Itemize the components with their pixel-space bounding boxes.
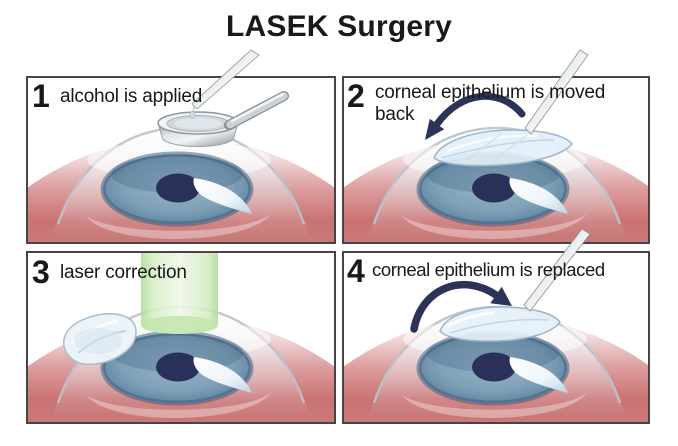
panel-3-illustration — [26, 251, 336, 424]
panel-step-2-epithelium-moved-back: 2 corneal epithelium is moved back — [342, 49, 650, 244]
step-number: 1 — [32, 78, 50, 114]
holding-instrument — [224, 91, 289, 130]
panel-step-4-epithelium-replaced: 4 corneal epithelium is replaced — [342, 228, 650, 424]
step-number: 2 — [347, 78, 365, 114]
curved-arrow-left — [425, 92, 526, 140]
alcohol-well — [157, 111, 239, 147]
panel-frame — [342, 251, 650, 424]
panel-frame — [26, 251, 336, 424]
curved-arrow-right — [410, 280, 512, 333]
epithelium-flap — [439, 306, 561, 342]
epithelium-flap — [433, 129, 573, 167]
surgical-instrument — [524, 49, 589, 135]
laser-beam — [141, 252, 218, 334]
step-label: corneal epithelium is moved back — [375, 82, 606, 125]
panel-frame — [26, 76, 336, 244]
eyedropper — [189, 49, 260, 119]
step-number: 4 — [347, 253, 365, 289]
step-label: alcohol is applied — [60, 86, 203, 107]
step-number: 3 — [32, 254, 50, 290]
panel-4-illustration — [342, 228, 650, 424]
step-label: corneal epithelium is replaced — [372, 259, 605, 280]
panel-frame — [342, 76, 650, 244]
surgical-instrument — [523, 228, 591, 312]
page-title: LASEK Surgery — [226, 10, 452, 43]
panel-step-1-alcohol: 1 alcohol is applied — [26, 49, 336, 244]
folded-epithelium-flap — [62, 313, 137, 366]
droplet — [189, 111, 196, 119]
panel-1-illustration — [26, 49, 336, 244]
panel-step-3-laser-correction: 3 laser correction — [26, 251, 336, 424]
panel-2-illustration — [342, 49, 650, 244]
step-label: laser correction — [60, 262, 187, 283]
